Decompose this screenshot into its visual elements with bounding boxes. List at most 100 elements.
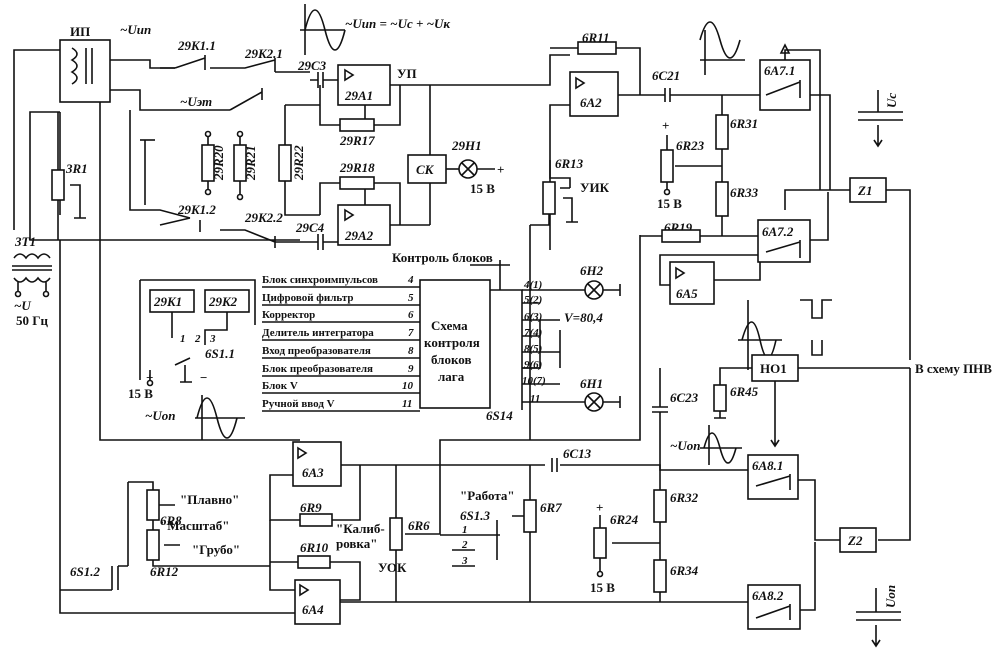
resistor-6r32: 6R32: [653, 470, 699, 560]
resistor-29r18: 29R18: [339, 160, 401, 225]
switch-29k2-1: 29K2.1: [210, 46, 310, 73]
potentiometer-6r7: 6R7: [512, 465, 562, 602]
svg-text:6R12: 6R12: [150, 564, 179, 579]
svg-text:6C13: 6C13: [563, 446, 592, 461]
svg-text:6R13: 6R13: [555, 156, 584, 171]
switch-6a8-2: 6A8.2: [747, 542, 816, 630]
svg-text:V=80,4: V=80,4: [564, 310, 603, 325]
resistor-6r11: 6R11: [550, 30, 641, 95]
svg-text:6R7: 6R7: [540, 500, 562, 515]
svg-text:15 В: 15 В: [128, 386, 153, 401]
svg-text:+: +: [596, 500, 603, 515]
kalib-label-1: "Калиб-: [336, 521, 385, 536]
potentiometer-6r13: 6R13 УИК: [542, 156, 610, 225]
svg-text:Z2: Z2: [847, 533, 863, 548]
svg-text:6S1.3: 6S1.3: [460, 508, 490, 523]
svg-text:29C4: 29C4: [295, 220, 325, 235]
sine-uop-mid: ~Uоп: [670, 425, 742, 465]
svg-text:6H1: 6H1: [580, 376, 603, 391]
svg-text:29K1: 29K1: [153, 294, 182, 309]
sine-uop-left: ~Uоп: [145, 395, 245, 440]
svg-text:11: 11: [530, 393, 540, 405]
svg-text:8(5): 8(5): [524, 343, 542, 355]
resistor-6r45: 6R45: [713, 384, 759, 419]
svg-text:15 В: 15 В: [657, 196, 682, 211]
capacitor-6c13: 6C13: [551, 446, 592, 472]
block-list: Блок синхроимпульсов Цифровой фильтр Кор…: [262, 274, 420, 412]
potentiometer-6r6: 6R6 УОК: [378, 439, 500, 602]
svg-text:НО1: НО1: [760, 361, 787, 376]
svg-text:1: 1: [180, 333, 186, 345]
svg-text:6R31: 6R31: [730, 116, 758, 131]
block-item: Блок преобразователя: [262, 363, 373, 375]
resistor-3r1: 3R1: [51, 112, 88, 240]
svg-text:29R22: 29R22: [291, 145, 306, 181]
svg-text:6R8: 6R8: [160, 513, 182, 528]
svg-text:1: 1: [462, 524, 468, 536]
svg-text:блоков: блоков: [431, 352, 472, 367]
svg-text:7: 7: [408, 327, 414, 339]
svg-text:9(6): 9(6): [524, 359, 542, 371]
switch-6a7-1: 6A7.1: [759, 43, 821, 190]
potentiometer-6r12: "Масштаб" "Грубо" 6R12: [146, 518, 270, 579]
svg-text:2: 2: [194, 333, 201, 345]
block-item: Блок V: [262, 380, 298, 392]
svg-text:"Грубо": "Грубо": [192, 542, 240, 557]
capacitor-29c4: 29C4: [275, 220, 338, 250]
uc-indicator: Uс: [858, 90, 903, 148]
u-et-label: ~Uэт: [180, 94, 212, 109]
amp-6a5: 6A5: [659, 254, 761, 305]
block-item: Корректор: [262, 309, 315, 321]
resistor-6r34: 6R34: [653, 559, 699, 602]
svg-text:+: +: [146, 370, 153, 385]
svg-text:6R24: 6R24: [610, 512, 639, 527]
svg-text:6A4: 6A4: [302, 602, 324, 617]
svg-text:"Масштаб": "Масштаб": [160, 518, 230, 533]
svg-text:29K1.2: 29K1.2: [177, 202, 216, 217]
svg-text:+: +: [662, 118, 669, 133]
svg-text:29K1.1: 29K1.1: [177, 38, 216, 53]
svg-text:29R18: 29R18: [339, 160, 375, 175]
switch-6a7-2: 6A7.2: [757, 189, 822, 263]
resistor-6r19: 6R19: [640, 220, 760, 243]
up-label: УП: [397, 66, 417, 81]
svg-text:8: 8: [408, 345, 414, 357]
svg-text:Uс: Uс: [884, 93, 899, 108]
ho1-block: НО1: [719, 354, 910, 448]
block-item: Ручной ввод V: [262, 398, 335, 410]
amp-6a4: 6A4: [294, 579, 748, 625]
kalib-label-2: ровка": [336, 536, 377, 551]
svg-text:6A8.1: 6A8.1: [752, 458, 783, 473]
svg-text:29A1: 29A1: [344, 88, 373, 103]
svg-text:4: 4: [407, 274, 414, 286]
svg-text:29R20: 29R20: [211, 145, 226, 181]
svg-text:6C23: 6C23: [670, 390, 699, 405]
lamp-6h2: 6H2: [560, 263, 621, 300]
amp-29a1: 29A1: [337, 64, 391, 106]
capacitor-6c21: 6C21: [652, 68, 760, 102]
svg-text:6R10: 6R10: [300, 540, 329, 555]
svg-text:СК: СК: [416, 162, 435, 177]
scheme-control-box: Схема контроля блоков лага 6S14: [419, 279, 523, 423]
svg-text:6R33: 6R33: [730, 185, 759, 200]
svg-text:29H1: 29H1: [451, 138, 482, 153]
svg-text:"Плавно": "Плавно": [180, 492, 239, 507]
svg-text:7(4): 7(4): [524, 327, 542, 339]
svg-text:6R34: 6R34: [670, 563, 699, 578]
svg-text:~Uоп: ~Uоп: [670, 438, 701, 453]
z1-block: Z1: [849, 177, 911, 360]
switch-6s1-3: "Работа" 6S1.3 1 2 3: [440, 488, 515, 567]
to-pnv-label: В схему ПНВ: [915, 361, 992, 376]
resistor-bank-29r20-22: 29R20 29R21 29R22: [201, 104, 320, 216]
block-item: Цифровой фильтр: [262, 292, 353, 304]
svg-text:6R6: 6R6: [408, 518, 430, 533]
svg-text:6R9: 6R9: [300, 500, 322, 515]
svg-text:29R17: 29R17: [339, 133, 375, 148]
svg-text:6R32: 6R32: [670, 490, 699, 505]
potentiometer-6r8: "Плавно" 6R8: [128, 481, 239, 528]
svg-text:6A7.2: 6A7.2: [762, 224, 794, 239]
svg-text:−: −: [200, 370, 207, 385]
svg-text:29C3: 29C3: [297, 58, 327, 73]
svg-text:3: 3: [209, 333, 216, 345]
formula-sine: ~Uип = ~Uс + ~Uк: [300, 4, 450, 55]
